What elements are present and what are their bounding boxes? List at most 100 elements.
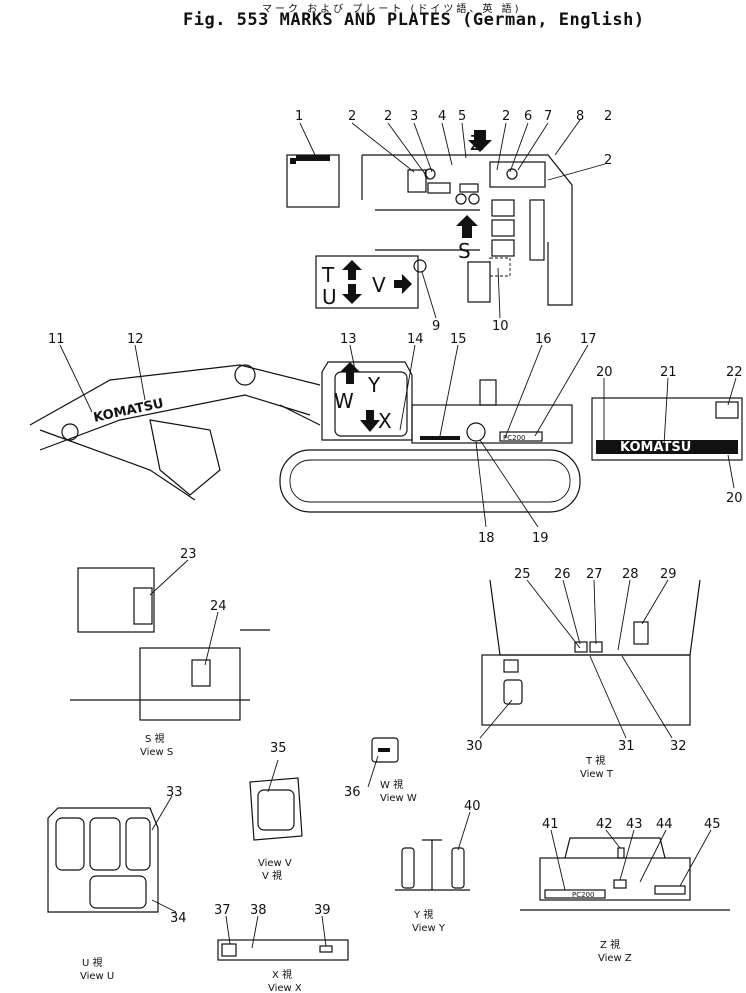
callout-26: 26 [554,567,571,582]
seat-outline [467,261,491,303]
arrow-icon-u [342,284,362,304]
view-u-drawing [47,807,159,913]
view-v-drawing [249,777,303,841]
plate-26-rect [574,641,588,653]
view-letter-t: T [321,263,335,287]
header-japanese: マーク および プレート (ドイツ語、英 語) [262,4,522,15]
callout-23: 23 [180,547,197,562]
callout-12: 12 [127,332,144,347]
leader-lines [59,119,737,949]
plate-39-rect [319,945,333,953]
plate-45-rect [654,885,686,895]
arrow-icon-z [468,130,492,152]
counterweight-view: KOMATSU [591,397,743,461]
callout-3: 3 [410,109,418,124]
view-t-en: View T [580,769,614,780]
plate-35-rect [257,789,295,831]
callout-20a: 20 [596,365,613,380]
track-outline [279,449,581,513]
callout-42: 42 [596,817,613,832]
callout-2d: 2 [604,109,612,124]
callout-16: 16 [535,332,552,347]
callout-43: 43 [626,817,643,832]
plate-5-rect [459,183,479,193]
view-s-drawing [70,567,270,721]
callout-35: 35 [270,741,287,756]
view-z-en: View Z [598,953,632,964]
komatsu-boom-plate: KOMATSU [92,396,165,426]
boom-pin [234,364,256,386]
cab-u-window-2 [89,817,121,871]
callout-5: 5 [458,109,466,124]
lever-right [451,847,465,889]
callout-1: 1 [295,109,303,124]
lever-left [401,847,415,889]
callout-2e: 2 [604,153,612,168]
view-w-en: View W [380,793,417,804]
callout-28: 28 [622,567,639,582]
callout-36: 36 [344,785,361,800]
callout-10: 10 [492,319,509,334]
plate-2-rect [407,169,427,193]
cab-window [334,371,408,437]
view-s-lower [139,647,241,721]
cab-u-window-1 [55,817,85,871]
view-u-en: View U [80,971,114,982]
excavator-side-view: KOMATSU W Y X PC200 [29,361,581,513]
plate-42-rect [617,847,625,859]
view-captions: S 視 View S T 視 View T W 視 View W View V … [80,732,632,993]
view-x-strip [217,939,349,961]
arrow-icon-cab-down [360,410,380,432]
view-z-drawing: PC200 [520,837,730,911]
panel-c [491,239,515,257]
view-t-drawing [481,579,701,726]
plate-1-hole [290,158,296,164]
figure-title: Fig. 553 MARKS AND PLATES (German, Engli… [183,10,645,30]
view-letter-y: Y [367,373,381,397]
callout-44: 44 [656,817,673,832]
callout-4: 4 [438,109,446,124]
panel-a [491,199,515,217]
callout-24: 24 [210,599,227,614]
view-x-jp: X 視 [272,968,292,981]
callout-20b: 20 [726,491,743,506]
callout-22: 22 [726,365,743,380]
arrow-icon-s [456,215,478,238]
arm [39,429,196,501]
cab-u-window-4 [89,875,147,909]
plate-41-rect [544,889,606,899]
callout-6: 6 [524,109,532,124]
panel-b [491,219,515,237]
callout-31: 31 [618,739,635,754]
view-z-cab [564,837,666,859]
arm-pin [61,423,79,441]
plate-29-rect [633,621,649,645]
view-letter-w: W [334,389,354,413]
figure-header: マーク および プレート (ドイツ語、英 語) Fig. 553 MARKS A… [0,0,746,38]
deck-outline [362,154,573,306]
plate-43-rect [613,879,627,889]
callout-27: 27 [586,567,603,582]
callout-8: 8 [576,109,584,124]
arrow-icon-cab-up [340,362,360,384]
callout-9: 9 [432,319,440,334]
plate-23-rect [133,587,153,625]
callout-32: 32 [670,739,687,754]
view-u-jp: U 視 [82,956,103,969]
view-w-jp: W 視 [380,778,403,791]
pc-model-text-z: PC200 [572,891,594,899]
cab-u-window-3 [125,817,151,871]
callout-34: 34 [170,911,187,926]
callout-40: 40 [464,799,481,814]
dashed-box [489,257,511,277]
callout-2b: 2 [384,109,392,124]
callout-18: 18 [478,531,495,546]
exhaust [479,379,497,406]
callout-30: 30 [466,739,483,754]
plate-22-rect [715,401,739,419]
callout-21: 21 [660,365,677,380]
view-s-en: View S [140,747,173,758]
callout-numbers: 1 2 2 3 4 5 2 6 7 8 2 2 9 10 11 12 13 14… [48,109,743,926]
view-letter-s: S [458,239,471,263]
